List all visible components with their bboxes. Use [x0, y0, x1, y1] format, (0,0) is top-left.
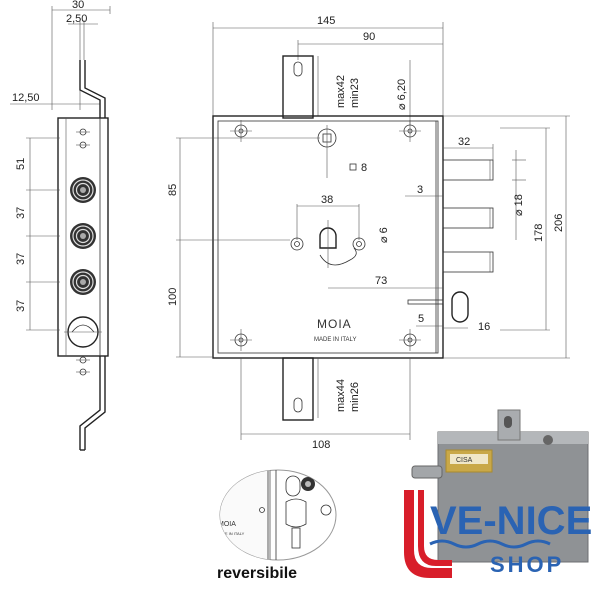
case-screws: [230, 120, 421, 351]
latch-head: [64, 316, 102, 348]
dim-min-bottom: min26: [349, 382, 361, 412]
bolt-head-1: [70, 177, 96, 203]
dim-latch-gap: 5: [418, 313, 424, 325]
bolt-head-2: [70, 223, 96, 249]
dim-height-85: 85: [167, 184, 179, 196]
inset-brand: MOIA: [218, 521, 236, 528]
front-view: 145 90 max42 min23 ⌀ 6,20: [167, 15, 570, 451]
dim-overall-width: 145: [317, 15, 335, 27]
dim-hole-dia-top: ⌀ 6,20: [396, 79, 408, 110]
dim-latch-offset: 90: [363, 31, 375, 43]
latch-bolt: 5 16: [407, 291, 490, 333]
dim-gap: 3: [417, 184, 423, 196]
inset-origin: MADE IN ITALY: [216, 531, 245, 536]
logo-shop: SHOP: [490, 552, 564, 577]
dim-latch-len: 16: [478, 321, 490, 333]
dim-height-178: 178: [533, 224, 545, 242]
side-view: 30 2,50 12,50: [10, 0, 111, 451]
dim-backset: 73: [375, 275, 387, 287]
dim-cyl-dia: ⌀ 6: [378, 227, 390, 243]
dim-side-offset: 12,50: [12, 92, 40, 104]
dim-bolt-dia: ⌀ 18: [513, 194, 525, 216]
plate-brand: MOIA: [317, 317, 352, 331]
spindle-square: 8: [317, 125, 367, 178]
reversible-inset: MOIA MADE IN ITALY reversibile: [216, 469, 337, 582]
logo-ve-nice: VE-NICE: [430, 499, 592, 543]
plate-origin: MADE IN ITALY: [314, 337, 356, 343]
dim-spacing-37b: 37: [15, 253, 27, 265]
product-label: CISA: [456, 457, 473, 464]
dim-top-width: 30: [72, 0, 84, 11]
dim-top-offset: 2,50: [66, 13, 87, 25]
dim-height-100: 100: [167, 288, 179, 306]
dim-spacing-37c: 37: [15, 300, 27, 312]
dim-cyl-spacing: 38: [321, 194, 333, 206]
dim-bottom-width: 108: [312, 439, 330, 451]
deadbolts: 32 3 ⌀ 18: [405, 136, 526, 273]
dim-min-top: min23: [349, 78, 361, 108]
faceplate-holes: [76, 128, 90, 376]
top-mounting-tab: [282, 55, 314, 119]
cylinder-holes: 38 ⌀ 6 73: [290, 194, 443, 289]
dim-max-bottom: max44: [335, 379, 347, 412]
product-photo: CISA: [411, 409, 589, 563]
dim-spacing-51: 51: [15, 158, 27, 170]
venice-shop-logo: VE-NICE SHOP: [404, 490, 592, 578]
dim-max-top: max42: [335, 75, 347, 108]
bolt-head-3: [70, 269, 96, 295]
dim-square: 8: [361, 162, 367, 174]
bottom-mounting-tab: [282, 357, 314, 421]
dim-spacing-37a: 37: [15, 207, 27, 219]
caption-reversibile: reversibile: [217, 565, 297, 582]
dim-bolt-length: 32: [458, 136, 470, 148]
dim-height-206: 206: [553, 214, 565, 232]
